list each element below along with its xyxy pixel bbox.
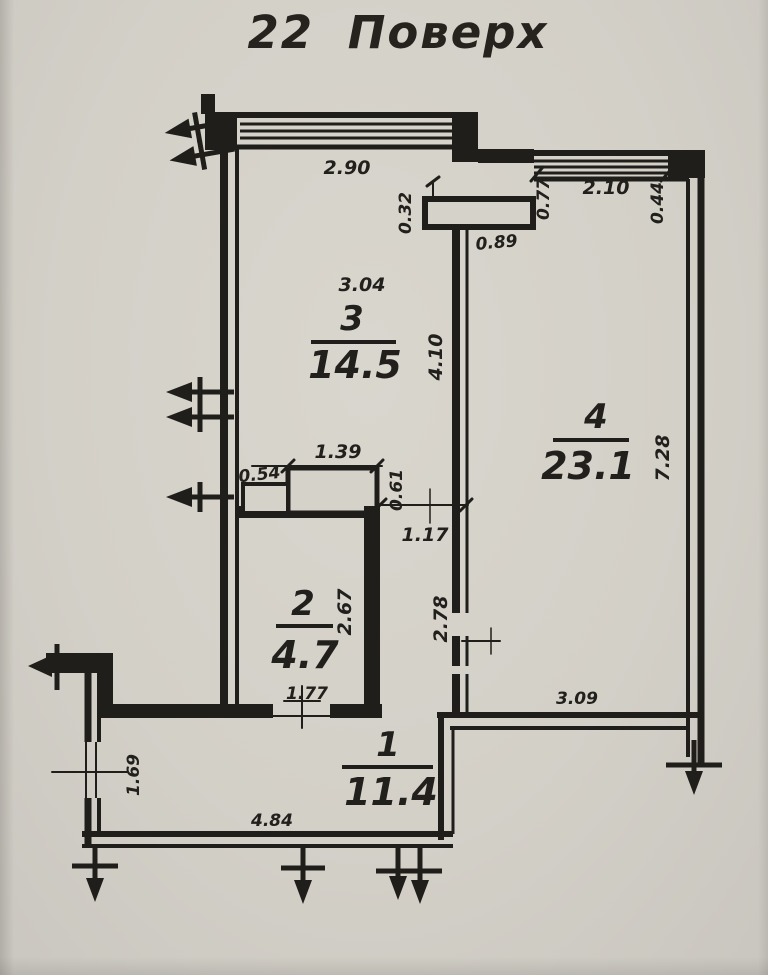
wall-break-icon-bottom-double: [376, 846, 442, 904]
dim-right-window: 2.10: [583, 177, 630, 199]
dim-room2-width: 1.77: [286, 684, 328, 704]
wall-break-icon-bottom-1: [72, 846, 118, 902]
dim-left-window: 1.69: [124, 754, 144, 796]
dim-right-window-right: 0.44: [648, 182, 668, 224]
vent-shaft-large: [285, 465, 380, 516]
room4-number: 4: [583, 397, 608, 437]
wall-stub: [422, 196, 536, 230]
dimension-lines: [51, 165, 675, 773]
window-top: [240, 122, 452, 140]
dim-hall-opening: 1.17: [402, 524, 450, 546]
room1-number: 1: [376, 725, 400, 765]
window-right: [534, 159, 668, 175]
room3-number: 3: [340, 299, 364, 339]
wall-break-icon-step-left: [28, 644, 72, 690]
dim-top-window: 2.90: [324, 157, 371, 179]
dim-shaft-depth: 0.61: [387, 469, 407, 511]
wall-break-icon-bottom-2: [281, 846, 325, 904]
room3-area: 14.5: [308, 343, 402, 387]
dim-right-window-left: 0.77: [534, 178, 554, 220]
dim-room3-width: 3.04: [339, 274, 386, 296]
wall-break-icon-left-single: [166, 482, 234, 512]
dim-bottom-wall: 4.84: [250, 811, 293, 831]
window-left: [85, 742, 97, 798]
room2-area: 4.7: [270, 633, 339, 677]
room1-area: 11.4: [344, 770, 438, 814]
dim-room2-wall: 2.67: [334, 588, 356, 636]
wall-break-icon-left-double: [166, 377, 234, 432]
wall-break-icon-right: [666, 740, 722, 795]
room4-area: 23.1: [541, 444, 635, 488]
room2-number: 2: [291, 584, 315, 624]
room4-label: 4 23.1: [541, 397, 635, 488]
dimension-labels: 2.90 3.04 4.10 0.32 0.89 0.77 2.10 0.44 …: [124, 157, 674, 831]
interior-walls: [99, 196, 701, 840]
dim-corridor-wall: 2.78: [430, 596, 452, 643]
room1-label: 1 11.4: [342, 725, 438, 814]
wall-break-icon-top-left: [164, 112, 235, 171]
dim-stub-thickness: 0.32: [396, 192, 416, 234]
dim-shaft-width: 1.39: [315, 441, 362, 463]
room2-label: 2 4.7: [270, 584, 339, 677]
outer-walls: [46, 94, 705, 848]
page-title: 22 Поверх: [247, 6, 548, 59]
dim-stub-length: 0.89: [475, 231, 519, 255]
dim-room3-wall: 4.10: [425, 334, 447, 382]
vent-shaft-small: [241, 482, 290, 515]
dim-room4-bottom: 3.09: [556, 689, 598, 709]
dim-small-shaft: 0.54: [238, 463, 282, 487]
room3-label: 3 14.5: [308, 299, 402, 387]
dim-room4-wall: 7.28: [652, 435, 674, 482]
